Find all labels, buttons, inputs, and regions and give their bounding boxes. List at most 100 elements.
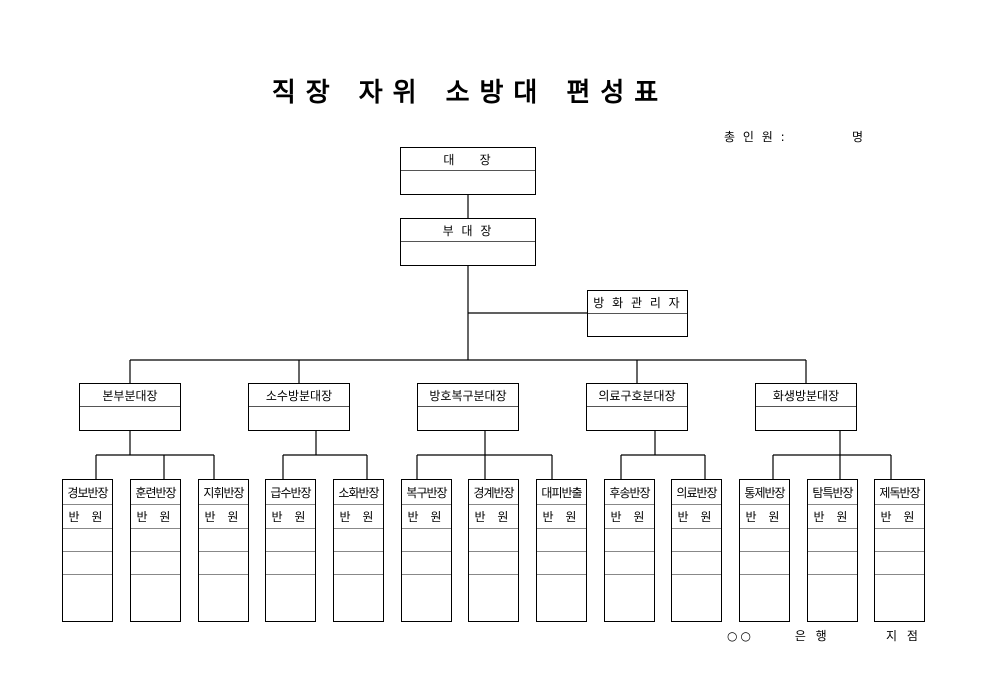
member-label: 반 원 (537, 504, 586, 528)
division-box: 의료구호분대장 (586, 383, 688, 431)
member-row (266, 528, 315, 551)
total-headcount: 총 인 원 : 명 (724, 128, 884, 145)
member-row (469, 528, 518, 551)
squad-column: 복구반장 반 원 (401, 479, 452, 622)
squad-label: 급수반장 (270, 485, 311, 500)
squad-label: 탐특반장 (812, 485, 853, 500)
member-row (537, 551, 586, 574)
squad-label: 경계반장 (473, 485, 514, 500)
member-row (672, 551, 721, 574)
member-row (605, 574, 654, 597)
member-label: 반 원 (266, 504, 315, 528)
member-row (808, 528, 857, 551)
squad-column: 의료반장 반 원 (671, 479, 722, 622)
member-row (131, 574, 180, 597)
member-row (672, 528, 721, 551)
member-label: 반 원 (808, 504, 857, 528)
member-row (334, 528, 383, 551)
total-headcount-label: 총 인 원 : (724, 130, 787, 144)
squad-label: 지휘반장 (203, 485, 244, 500)
squad-label: 경보반장 (67, 485, 108, 500)
member-row (537, 528, 586, 551)
footer-branch: 지 점 (886, 629, 921, 643)
footer-bank: ○○ 은 행 (727, 629, 830, 643)
squad-label: 대피반출 (541, 485, 582, 500)
squad-label: 복구반장 (406, 485, 447, 500)
member-row (131, 528, 180, 551)
vice-leader-label: 부 대 장 (401, 219, 535, 242)
squad-column: 소화반장 반 원 (333, 479, 384, 622)
squad-column: 지휘반장 반 원 (198, 479, 249, 622)
leader-box: 대 장 (400, 147, 536, 195)
member-label: 반 원 (672, 504, 721, 528)
division-box: 본부분대장 (79, 383, 181, 431)
member-row (808, 574, 857, 597)
member-label: 반 원 (334, 504, 383, 528)
squad-label: 의료반장 (676, 485, 717, 500)
fire-manager-box: 방 화 관 리 자 (587, 290, 688, 337)
squad-column: 탐특반장 반 원 (807, 479, 858, 622)
squad-column: 통제반장 반 원 (739, 479, 790, 622)
division-label: 소수방분대장 (249, 384, 349, 407)
squad-column: 훈련반장 반 원 (130, 479, 181, 622)
member-row (469, 551, 518, 574)
member-row (63, 528, 112, 551)
division-box: 소수방분대장 (248, 383, 350, 431)
member-label: 반 원 (402, 504, 451, 528)
division-box: 화생방분대장 (755, 383, 857, 431)
member-row (875, 574, 924, 597)
member-row (808, 551, 857, 574)
page-title: 직장 자위 소방대 편성표 (271, 78, 669, 108)
division-label: 화생방분대장 (756, 384, 856, 407)
division-box: 방호복구분대장 (417, 383, 519, 431)
squad-label: 제독반장 (879, 485, 920, 500)
member-row (266, 551, 315, 574)
division-label: 본부분대장 (80, 384, 180, 407)
member-row (740, 551, 789, 574)
member-row (266, 574, 315, 597)
squad-column: 후송반장 반 원 (604, 479, 655, 622)
member-row (469, 574, 518, 597)
member-label: 반 원 (63, 504, 112, 528)
member-row (199, 574, 248, 597)
squad-column: 경계반장 반 원 (468, 479, 519, 622)
member-row (402, 574, 451, 597)
squad-label: 후송반장 (609, 485, 650, 500)
squad-column: 경보반장 반 원 (62, 479, 113, 622)
member-label: 반 원 (875, 504, 924, 528)
division-label: 방호복구분대장 (418, 384, 518, 407)
fire-manager-label: 방 화 관 리 자 (588, 291, 687, 314)
squad-column: 제독반장 반 원 (874, 479, 925, 622)
member-row (199, 528, 248, 551)
member-label: 반 원 (131, 504, 180, 528)
total-headcount-unit: 명 (852, 130, 866, 144)
squad-label: 훈련반장 (135, 485, 176, 500)
member-label: 반 원 (469, 504, 518, 528)
vice-leader-box: 부 대 장 (400, 218, 536, 266)
member-label: 반 원 (740, 504, 789, 528)
member-row (402, 528, 451, 551)
member-label: 반 원 (605, 504, 654, 528)
member-row (875, 528, 924, 551)
member-row (334, 574, 383, 597)
squad-column: 급수반장 반 원 (265, 479, 316, 622)
member-row (740, 528, 789, 551)
squad-column: 대피반출 반 원 (536, 479, 587, 622)
member-row (875, 551, 924, 574)
member-row (63, 574, 112, 597)
squad-label: 통제반장 (744, 485, 785, 500)
member-row (131, 551, 180, 574)
member-row (672, 574, 721, 597)
member-row (334, 551, 383, 574)
squad-label: 소화반장 (338, 485, 379, 500)
leader-label: 대 장 (401, 148, 535, 171)
division-label: 의료구호분대장 (587, 384, 687, 407)
member-row (740, 574, 789, 597)
member-row (605, 528, 654, 551)
member-row (537, 574, 586, 597)
member-row (605, 551, 654, 574)
member-row (63, 551, 112, 574)
member-row (402, 551, 451, 574)
member-row (199, 551, 248, 574)
